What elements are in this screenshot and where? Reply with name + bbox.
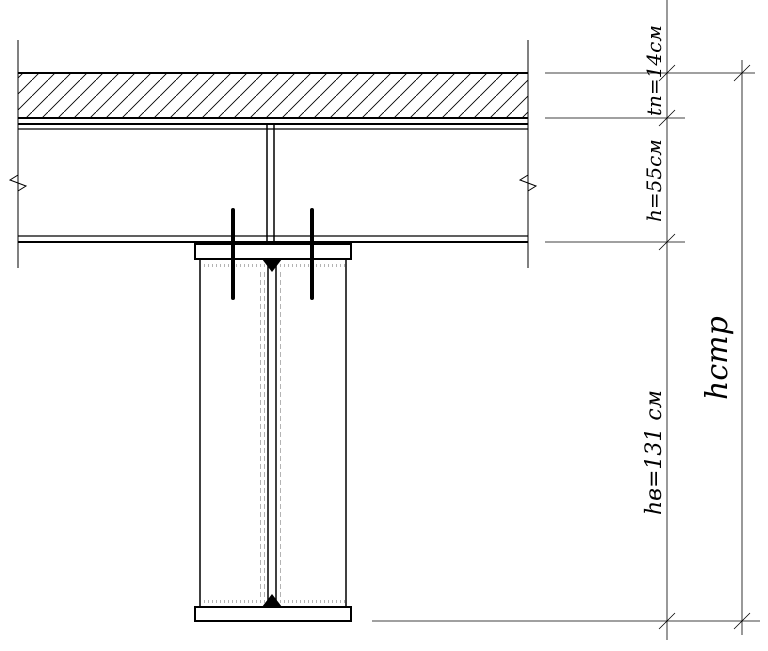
secondary-beam	[18, 123, 528, 243]
concrete-slab	[17, 40, 529, 268]
total-height-label: hстр	[700, 316, 735, 400]
break-mark-left	[8, 160, 28, 205]
dimension-lines	[372, 0, 760, 640]
break-mark-right	[518, 160, 538, 205]
slab-thickness-label: tп=14см	[642, 25, 666, 116]
girder-height-label: hв=131 см	[642, 390, 667, 515]
main-girder	[194, 243, 352, 622]
beam-height-label: h=55см	[642, 139, 666, 222]
